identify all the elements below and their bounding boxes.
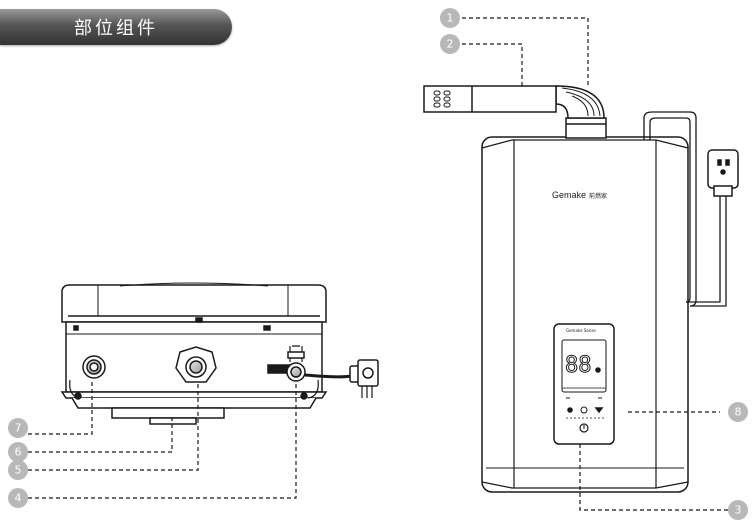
brand-logo-cn: 前燃家	[589, 192, 607, 200]
callout-leaders	[28, 17, 728, 511]
callout-badges: 1 2 3 4 5 6 7	[8, 8, 748, 520]
callout-6: 6	[8, 442, 28, 462]
callout-5: 5	[8, 460, 28, 480]
brand-logo: Gemake	[552, 190, 586, 200]
callout-3: 3	[728, 500, 748, 520]
callout-2: 2	[440, 34, 460, 54]
svg-text:8: 8	[735, 406, 742, 419]
section-title: 部位组件	[0, 9, 232, 45]
duct-grill	[433, 90, 451, 108]
svg-text:2: 2	[447, 38, 454, 51]
front-view-unit	[423, 85, 739, 493]
bottom-view-unit	[60, 282, 379, 425]
svg-text:6: 6	[15, 446, 22, 459]
svg-text:3: 3	[735, 504, 742, 517]
callout-4: 4	[8, 488, 28, 508]
callout-1: 1	[440, 8, 460, 28]
svg-text:1: 1	[447, 12, 454, 25]
panel-label: Gemake Sense	[566, 328, 596, 333]
display-digits: 88	[565, 353, 592, 378]
svg-text:7: 7	[15, 422, 22, 435]
svg-text:4: 4	[15, 492, 22, 505]
callout-8: 8	[728, 402, 748, 422]
callout-7: 7	[8, 418, 28, 438]
svg-text:5: 5	[15, 464, 22, 477]
